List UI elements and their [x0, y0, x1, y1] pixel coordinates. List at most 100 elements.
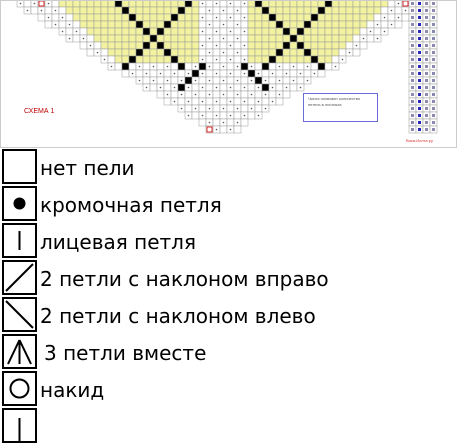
- row-number-mark: [418, 23, 421, 26]
- chart-cell: [275, 20, 284, 29]
- chart-cell-mark: [40, 9, 43, 12]
- row-number-mark: [432, 107, 435, 110]
- chart-cell: [282, 62, 291, 71]
- chart-cell: [156, 0, 165, 8]
- empty-cell-icon: [4, 151, 35, 182]
- chart-cell: [191, 69, 200, 78]
- chart-cell: [177, 6, 186, 15]
- chart-cell: [233, 27, 242, 36]
- chart-cell: [121, 34, 130, 43]
- chart-cell-mark: [152, 65, 155, 68]
- chart-cell-mark: [208, 51, 211, 54]
- chart-cell: [254, 62, 263, 71]
- chart-cell: [121, 41, 130, 50]
- chart-cell: [191, 27, 200, 36]
- chart-cell: [296, 0, 305, 8]
- chart-cell: [352, 0, 361, 8]
- chart-cell: [219, 27, 228, 36]
- chart-cell: [240, 48, 249, 57]
- chart-cell-mark: [208, 79, 211, 82]
- chart-cell: [163, 13, 172, 22]
- chart-cell-mark: [313, 72, 316, 75]
- chart-cell: [296, 41, 305, 50]
- chart-cell: [282, 0, 291, 8]
- row-number-mark: [425, 30, 428, 33]
- chart-cell-mark: [229, 30, 232, 33]
- chart-cell: [219, 83, 228, 92]
- chart-cell-mark: [257, 86, 260, 89]
- chart-cell-mark: [236, 93, 239, 96]
- chart-cell: [198, 20, 207, 29]
- chart-cell: [247, 97, 256, 106]
- chart-cell: [366, 0, 375, 8]
- chart-cell: [261, 0, 270, 8]
- chart-cell: [163, 83, 172, 92]
- chart-cell-mark: [229, 72, 232, 75]
- chart-cell: [142, 62, 151, 71]
- chart-cell: [345, 0, 354, 8]
- chart-cell: [107, 55, 116, 64]
- chart-cell: [226, 20, 235, 29]
- chart-cell: [261, 13, 270, 22]
- chart-cell: [163, 48, 172, 57]
- chart-cell: [205, 69, 214, 78]
- chart-cell: [289, 55, 298, 64]
- note-text: Числа означают количество петель в листи…: [308, 96, 361, 107]
- chart-cell: [142, 27, 151, 36]
- row-number-mark: [411, 93, 414, 96]
- chart-cell-mark: [229, 128, 232, 131]
- chart-cell: [198, 6, 207, 15]
- chart-cell: [338, 34, 347, 43]
- chart-cell-mark: [201, 16, 204, 19]
- chart-cell: [198, 34, 207, 43]
- chart-cell: [107, 13, 116, 22]
- row-number-mark: [411, 72, 414, 75]
- chart-cell: [149, 6, 158, 15]
- chart-cell: [128, 55, 137, 64]
- chart-cell: [170, 6, 179, 15]
- chart-cell: [247, 27, 256, 36]
- chart-cell: [114, 0, 123, 8]
- chart-cell: [121, 0, 130, 8]
- chart-cell-mark: [236, 37, 239, 40]
- chart-cell-mark: [194, 79, 197, 82]
- chart-cell: [275, 55, 284, 64]
- chart-cell-mark: [201, 100, 204, 103]
- row-number-mark: [425, 93, 428, 96]
- chart-cell: [79, 6, 88, 15]
- chart-cell: [247, 20, 256, 29]
- chart-cell: [275, 27, 284, 36]
- row-number-mark: [411, 16, 414, 19]
- row-number-mark: [432, 37, 435, 40]
- chart-cell-mark: [82, 37, 85, 40]
- chart-cell: [128, 0, 137, 8]
- chart-cell: [135, 13, 144, 22]
- chart-cell-mark: [264, 107, 267, 110]
- chart-cell: [156, 48, 165, 57]
- chart-cell-mark: [229, 2, 232, 5]
- chart-cell: [107, 27, 116, 36]
- legend-symbol-box: [2, 260, 37, 295]
- row-number-mark: [432, 9, 435, 12]
- chart-cell-mark: [278, 79, 281, 82]
- row-number-mark: [411, 30, 414, 33]
- chart-cell: [86, 0, 95, 8]
- chart-cell: [268, 62, 277, 71]
- chart-cell-mark: [194, 65, 197, 68]
- chart-cell-mark: [215, 86, 218, 89]
- chart-cell: [212, 104, 221, 113]
- chart-cell-mark: [306, 65, 309, 68]
- chart-cell: [205, 111, 214, 120]
- chart-cell: [345, 13, 354, 22]
- chart-cell: [296, 6, 305, 15]
- chart-cell-mark: [180, 107, 183, 110]
- chart-cell: [149, 13, 158, 22]
- chart-cell: [121, 48, 130, 57]
- chart-cell: [177, 13, 186, 22]
- chart-cell-mark: [222, 51, 225, 54]
- chart-cell-mark: [159, 72, 162, 75]
- row-number-mark: [418, 65, 421, 68]
- chart-cell-mark: [348, 51, 351, 54]
- legend-row-partial: [0, 407, 457, 444]
- chart-cell: [114, 13, 123, 22]
